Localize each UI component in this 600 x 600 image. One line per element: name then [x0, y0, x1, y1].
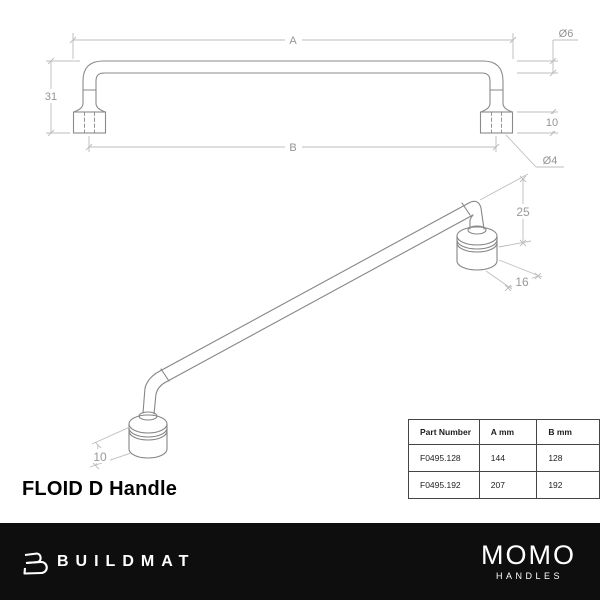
spec-table-row: F0495.128 144 128	[408, 444, 600, 472]
spec-table-header-b-mm: B mm	[536, 419, 600, 445]
spec-table-row: F0495.192 207 192	[408, 471, 600, 499]
dimension-label-a: A	[289, 35, 297, 47]
spec-cell-part-number: F0495.128	[408, 444, 480, 472]
dimension-label-bar-diameter: Ø6	[559, 28, 574, 40]
spec-cell-b-mm: 128	[536, 444, 600, 472]
front-view-drawing	[72, 60, 514, 134]
dimension-label-projection-height: 25	[516, 205, 530, 219]
iso-view-dimensions	[89, 173, 543, 470]
isometric-view-drawing	[128, 200, 498, 459]
spec-table-header-row: Part Number A mm B mm	[408, 419, 600, 445]
spec-table: Part Number A mm B mm F0495.128 144 128 …	[408, 419, 600, 499]
momo-handles-logo: MOMO HANDLES	[481, 540, 576, 582]
spec-table-header-a-mm: A mm	[478, 419, 538, 445]
product-title: FLOID D Handle	[22, 478, 178, 500]
buildmat-wordmark: BUILDMAT	[57, 552, 196, 570]
dimension-label-screw-diameter: Ø4	[543, 155, 558, 167]
momo-handles-subtitle: HANDLES	[495, 571, 563, 581]
dimension-label-iso-foot-height: 10	[93, 450, 107, 464]
footer-bar: BUILDMAT MOMO HANDLES	[0, 523, 600, 600]
front-view-dimensions	[46, 33, 578, 168]
dimension-label-foot-diameter: 16	[515, 275, 529, 289]
label-masks-front	[42, 34, 561, 153]
buildmat-logo: BUILDMAT	[22, 548, 195, 576]
buildmat-b-icon	[23, 551, 48, 575]
spec-cell-b-mm: 192	[536, 471, 600, 499]
label-masks-iso	[91, 204, 533, 463]
momo-wordmark: MOMO	[481, 540, 576, 570]
spec-cell-a-mm: 207	[478, 471, 538, 499]
dimension-label-height-31: 31	[45, 91, 57, 103]
dimension-label-foot-height: 10	[546, 117, 558, 129]
spec-cell-part-number: F0495.192	[408, 471, 480, 499]
spec-cell-a-mm: 144	[478, 444, 538, 472]
technical-drawing: A 31 B Ø6 10 Ø4	[42, 28, 578, 470]
dimension-label-b: B	[289, 142, 296, 154]
spec-table-header-part-number: Part Number	[408, 419, 480, 445]
